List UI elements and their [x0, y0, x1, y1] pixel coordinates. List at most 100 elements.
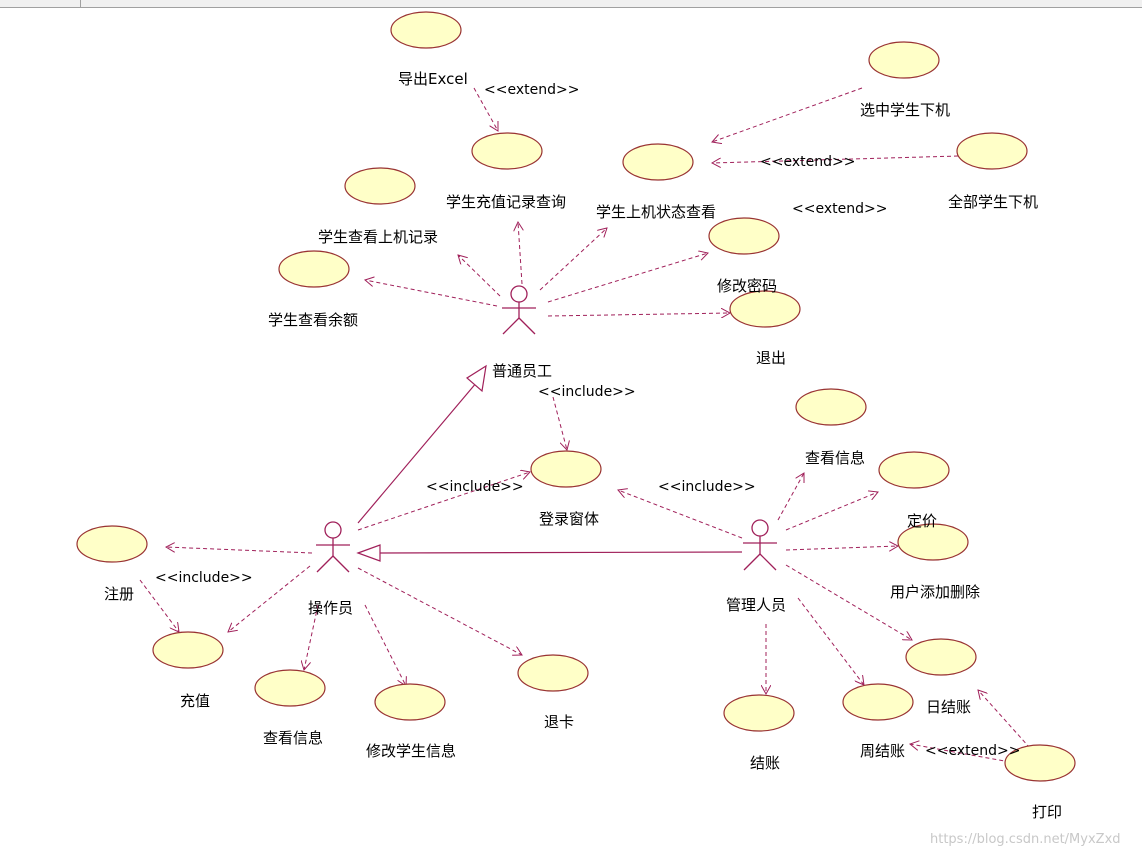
extend-export-excel-line: [473, 87, 498, 131]
usecase-ellipses: [76, 11, 1076, 782]
usecase-label-export-excel: 导出Excel: [398, 70, 468, 88]
window-top-bar: [0, 0, 1142, 8]
admin-generalizes-operator-line: [379, 551, 743, 554]
usecase-label-change-password: 修改密码: [717, 277, 777, 295]
assoc-exit-line: [547, 313, 730, 316]
actor-head: [510, 285, 528, 303]
assoc-weekly-checkout-line: [797, 597, 864, 685]
usecase-recharge[interactable]: [152, 631, 224, 669]
stereotype-extend: <<extend>>: [760, 154, 855, 170]
actor-left-leg: [316, 555, 334, 573]
include-login-admin-line: [618, 490, 743, 539]
usecase-label-view-records: 学生查看上机记录: [318, 228, 438, 246]
usecase-label-pricing: 定价: [907, 512, 937, 530]
actor-operator[interactable]: [316, 521, 350, 573]
stereotype-include: <<include>>: [155, 570, 253, 586]
generalization-arrowhead: [465, 364, 487, 393]
stereotype-include: <<include>>: [538, 384, 636, 400]
usecase-label-user-add-delete: 用户添加删除: [890, 583, 980, 601]
usecase-label-register: 注册: [104, 585, 134, 603]
usecase-label-login: 登录窗体: [539, 510, 599, 528]
usecase-weekly-checkout[interactable]: [842, 683, 914, 721]
actor-labels: 普通员工 操作员 管理人员: [308, 362, 786, 617]
actor-label-admin: 管理人员: [726, 596, 786, 614]
usecase-label-select-offline: 选中学生下机: [860, 101, 950, 119]
dependency-lines: [139, 87, 1031, 763]
usecase-change-password[interactable]: [708, 217, 780, 255]
assoc-recharge-line: [228, 565, 311, 632]
usecase-label-online-status: 学生上机状态查看: [596, 203, 716, 221]
usecase-label-daily-checkout: 日结账: [926, 698, 971, 716]
actor-head: [751, 519, 769, 537]
actor-head: [324, 521, 342, 539]
stereotype-include: <<include>>: [426, 479, 524, 495]
usecase-exit[interactable]: [729, 290, 801, 328]
include-login-operator-line: [357, 472, 530, 531]
usecase-label-all-offline: 全部学生下机: [948, 193, 1038, 211]
usecase-label-return-card: 退卡: [544, 713, 574, 731]
include-login-staff-line: [552, 396, 567, 450]
assoc-view-balance-line: [365, 280, 498, 307]
usecase-all-offline[interactable]: [956, 132, 1028, 170]
actor-label-staff: 普通员工: [492, 362, 552, 380]
usecase-return-card[interactable]: [517, 654, 589, 692]
assoc-daily-checkout-line: [785, 564, 912, 640]
usecase-label-print: 打印: [1032, 803, 1062, 821]
usecase-online-status[interactable]: [622, 143, 694, 181]
usecase-labels: 导出Excel 学生充值记录查询 学生上机状态查看 选中学生下机 全部学生下机 …: [104, 70, 1062, 821]
usecase-label-recharge: 充值: [180, 692, 210, 710]
actor-admin[interactable]: [743, 519, 777, 571]
generalization-arrowhead: [356, 544, 381, 562]
assoc-recharge-query-line: [518, 222, 522, 285]
usecase-label-weekly-checkout: 周结账: [860, 742, 905, 760]
usecase-label-view-balance: 学生查看余额: [268, 311, 358, 329]
toolbar-divider: [80, 0, 81, 8]
usecase-register[interactable]: [76, 525, 148, 563]
usecase-view-records[interactable]: [344, 167, 416, 205]
stereotype-extend: <<extend>>: [792, 201, 887, 217]
usecase-label-edit-student: 修改学生信息: [366, 742, 456, 760]
actor-left-leg: [743, 553, 761, 571]
usecase-admin-view-info[interactable]: [795, 388, 867, 426]
watermark: https://blog.csdn.net/MyxZxd: [930, 832, 1121, 847]
usecase-view-balance[interactable]: [278, 250, 350, 288]
actor-right-leg: [759, 553, 777, 571]
assoc-user-add-delete-line: [785, 546, 898, 550]
actor-staff[interactable]: [502, 285, 536, 335]
generalization-lines: [356, 364, 743, 562]
usecase-print[interactable]: [1004, 744, 1076, 782]
usecase-label-recharge-query: 学生充值记录查询: [446, 193, 566, 211]
usecase-label-checkout: 结账: [750, 754, 780, 772]
stereotype-extend: <<extend>>: [484, 82, 579, 98]
operator-generalizes-staff-line: [357, 381, 478, 524]
usecase-recharge-query[interactable]: [471, 132, 543, 170]
usecase-export-excel[interactable]: [390, 11, 462, 49]
assoc-pricing-line: [785, 492, 878, 531]
assoc-return-card-line: [357, 567, 522, 655]
usecase-label-admin-view-info: 查看信息: [805, 449, 865, 467]
usecase-label-exit: 退出: [756, 349, 786, 367]
usecase-login[interactable]: [530, 450, 602, 488]
include-recharge-line: [139, 579, 179, 632]
extend-all-offline-line: [712, 155, 959, 163]
usecase-daily-checkout[interactable]: [905, 638, 977, 676]
extend-select-offline-line: [712, 87, 863, 142]
actor-right-leg: [518, 317, 536, 335]
assoc-view-records-line: [458, 255, 501, 297]
actor-label-operator: 操作员: [308, 599, 353, 617]
usecase-select-offline[interactable]: [868, 41, 940, 79]
usecase-op-view-info[interactable]: [254, 669, 326, 707]
extend-print-daily-line: [978, 690, 1031, 749]
assoc-register-line: [166, 547, 313, 554]
actor-left-leg: [502, 317, 520, 335]
usecase-user-add-delete[interactable]: [897, 523, 969, 561]
assoc-edit-student-line: [364, 604, 406, 686]
actor-right-leg: [332, 555, 350, 573]
usecase-pricing[interactable]: [878, 451, 950, 489]
usecase-label-op-view-info: 查看信息: [263, 729, 323, 747]
stereotype-labels: <<extend>> <<extend>> <<extend>> <<inclu…: [155, 82, 1020, 759]
assoc-admin-view-info-line: [777, 473, 804, 521]
usecase-edit-student[interactable]: [374, 683, 446, 721]
usecase-checkout[interactable]: [723, 694, 795, 732]
